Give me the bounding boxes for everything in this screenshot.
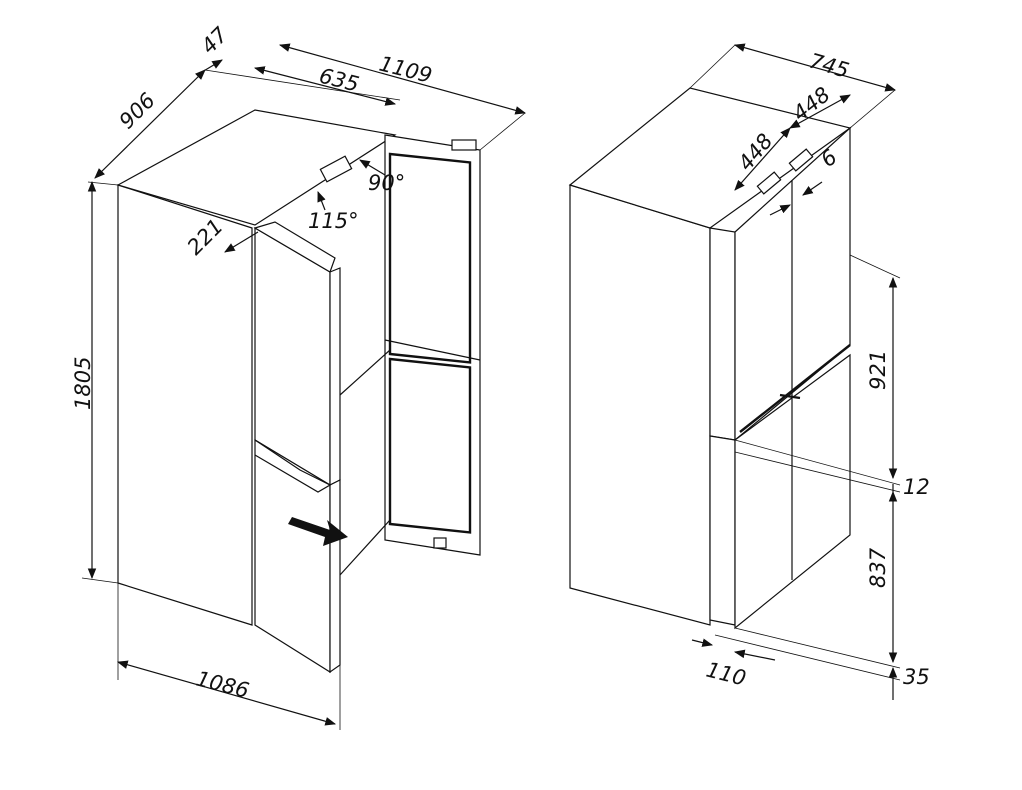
angle-115: 115° xyxy=(308,209,359,233)
open-direction-arrow-icon xyxy=(288,517,348,546)
dim-1086: 1086 xyxy=(194,667,252,703)
dim-635: 635 xyxy=(317,64,362,97)
control-panel-top xyxy=(319,155,353,183)
dim-837: 837 xyxy=(866,547,890,588)
dim-1805: 1805 xyxy=(71,357,95,410)
left-view-dimensions xyxy=(81,43,527,730)
left-view-fridge xyxy=(116,109,481,674)
lower-inner-door-frame xyxy=(388,357,472,534)
right-view-dimensions xyxy=(689,43,901,700)
front-door-left-upper xyxy=(709,227,736,441)
angle-90: 90° xyxy=(368,171,405,195)
upper-door-handle-top xyxy=(253,221,336,273)
lower-door-edge xyxy=(329,479,341,674)
hinge-icon xyxy=(433,537,447,549)
right-cabinet-side xyxy=(569,184,711,626)
dim-745: 745 xyxy=(807,49,852,83)
control-panel-top-2 xyxy=(451,139,477,151)
upper-door-handle xyxy=(739,344,851,433)
upper-door-edge xyxy=(329,267,341,486)
dim-110: 110 xyxy=(704,658,749,691)
cabinet-top-face xyxy=(116,109,397,226)
front-door-left-lower xyxy=(709,435,736,626)
cabinet-side-face xyxy=(117,184,253,626)
interior-back-panel xyxy=(384,134,481,556)
right-view-fridge xyxy=(568,87,852,630)
dim-47: 47 xyxy=(197,22,233,58)
middle-handle xyxy=(779,393,801,400)
right-control-panel-2 xyxy=(788,148,814,172)
upper-inner-door-frame xyxy=(388,152,472,364)
dim-35: 35 xyxy=(903,665,930,689)
dim-906: 906 xyxy=(115,88,160,133)
dim-921: 921 xyxy=(866,350,890,390)
dim-1109: 1109 xyxy=(377,52,435,88)
dim-12: 12 xyxy=(903,475,930,499)
